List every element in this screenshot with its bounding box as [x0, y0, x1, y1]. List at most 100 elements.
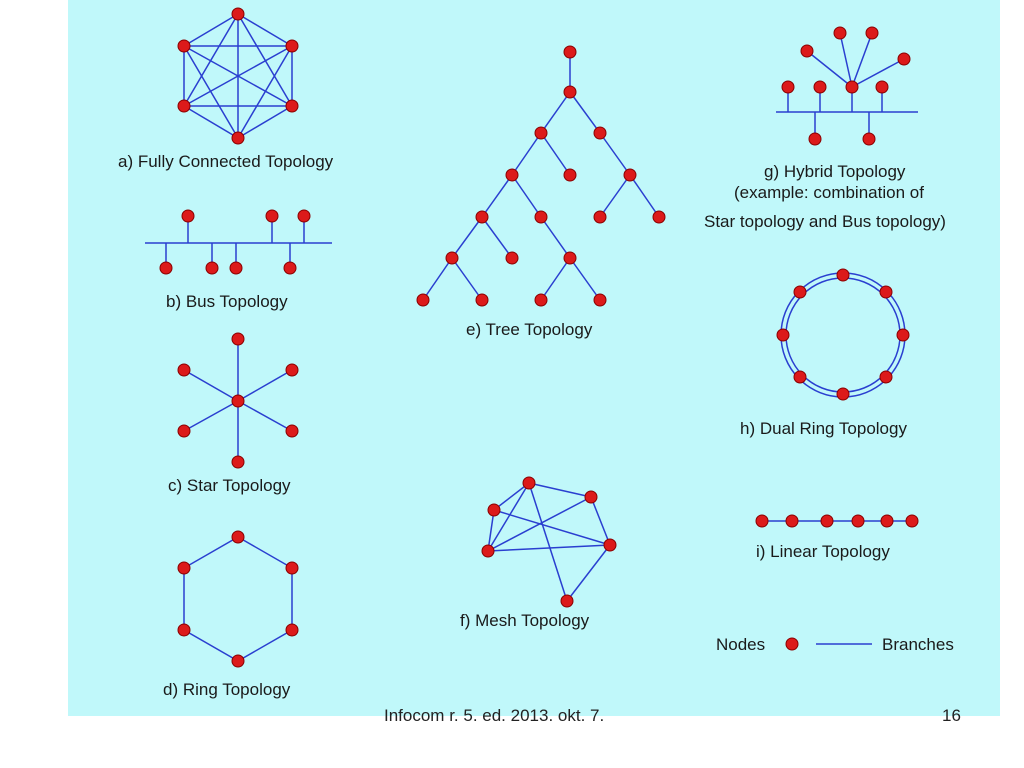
node — [159, 261, 173, 275]
node — [623, 168, 637, 182]
slide-panel — [68, 0, 1000, 716]
node — [231, 131, 245, 145]
node — [177, 39, 191, 53]
node — [563, 168, 577, 182]
node — [563, 45, 577, 59]
node — [534, 293, 548, 307]
node — [177, 99, 191, 113]
node — [563, 85, 577, 99]
node — [785, 514, 799, 528]
label-bus: b) Bus Topology — [166, 292, 288, 311]
node — [285, 623, 299, 637]
node — [875, 80, 889, 94]
node — [231, 530, 245, 544]
node — [205, 261, 219, 275]
label-mesh: f) Mesh Topology — [460, 611, 590, 630]
node — [652, 210, 666, 224]
label-hybrid-2: (example: combination of — [734, 183, 924, 202]
node — [285, 39, 299, 53]
node — [285, 363, 299, 377]
node — [283, 261, 297, 275]
node — [793, 285, 807, 299]
bus-topology: b) Bus Topology — [145, 209, 332, 311]
label-linear: i) Linear Topology — [756, 542, 890, 561]
node — [231, 654, 245, 668]
node — [808, 132, 822, 146]
label-star: c) Star Topology — [168, 476, 291, 495]
node — [905, 514, 919, 528]
node — [603, 538, 617, 552]
node — [505, 251, 519, 265]
page-number: 16 — [942, 706, 961, 725]
node — [285, 424, 299, 438]
node — [475, 293, 489, 307]
node — [231, 394, 245, 408]
node — [505, 168, 519, 182]
ring-topology: d) Ring Topology — [163, 530, 299, 699]
node — [897, 52, 911, 66]
node — [297, 209, 311, 223]
legend-node-icon — [785, 637, 799, 651]
node — [793, 370, 807, 384]
node — [593, 126, 607, 140]
node — [181, 209, 195, 223]
legend-branches-label: Branches — [882, 635, 954, 654]
node — [560, 594, 574, 608]
node — [563, 251, 577, 265]
node — [879, 370, 893, 384]
node — [231, 455, 245, 469]
node — [584, 490, 598, 504]
node — [813, 80, 827, 94]
node — [522, 476, 536, 490]
node — [836, 387, 850, 401]
node — [534, 210, 548, 224]
node — [836, 268, 850, 282]
node — [896, 328, 910, 342]
node — [177, 561, 191, 575]
label-tree: e) Tree Topology — [466, 320, 593, 339]
node — [833, 26, 847, 40]
legend: Nodes Branches — [716, 635, 954, 654]
node — [534, 126, 548, 140]
node — [285, 99, 299, 113]
node — [862, 132, 876, 146]
node — [593, 210, 607, 224]
node — [475, 210, 489, 224]
label-dual-ring: h) Dual Ring Topology — [740, 419, 907, 438]
node — [845, 80, 859, 94]
node — [755, 514, 769, 528]
node — [231, 332, 245, 346]
node — [285, 561, 299, 575]
node — [416, 293, 430, 307]
node — [781, 80, 795, 94]
node — [177, 424, 191, 438]
node — [879, 285, 893, 299]
node — [487, 503, 501, 517]
label-hybrid-3: Star topology and Bus topology) — [704, 212, 946, 231]
node — [800, 44, 814, 58]
node — [776, 328, 790, 342]
node — [265, 209, 279, 223]
label-ring: d) Ring Topology — [163, 680, 291, 699]
dual-ring-topology: h) Dual Ring Topology — [740, 268, 910, 438]
label-hybrid-1: g) Hybrid Topology — [764, 162, 906, 181]
node — [229, 261, 243, 275]
tree-topology: e) Tree Topology — [416, 45, 666, 339]
node — [820, 514, 834, 528]
node — [177, 623, 191, 637]
star-topology: c) Star Topology — [168, 332, 299, 495]
node — [865, 26, 879, 40]
footer-text: Infocom r. 5. ed. 2013. okt. 7. — [384, 706, 605, 725]
node — [231, 7, 245, 21]
node — [481, 544, 495, 558]
node — [851, 514, 865, 528]
node — [593, 293, 607, 307]
node — [177, 363, 191, 377]
label-fully-connected: a) Fully Connected Topology — [118, 152, 334, 171]
hybrid-topology: g) Hybrid Topology (example: combination… — [704, 26, 946, 231]
node — [880, 514, 894, 528]
linear-topology: i) Linear Topology — [755, 514, 919, 561]
fully-connected-topology: a) Fully Connected Topology — [118, 7, 334, 171]
node — [445, 251, 459, 265]
